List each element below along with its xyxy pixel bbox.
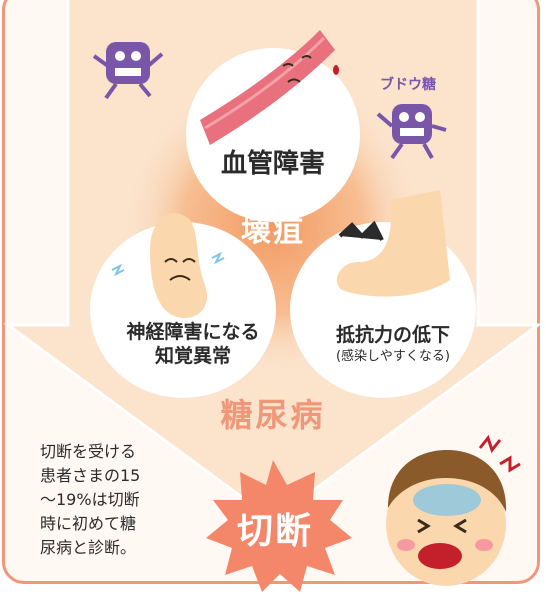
vessel-damage-label: 血管障害 — [220, 149, 325, 179]
blood-vessel-icon — [200, 30, 339, 145]
diabetes-label: 糖尿病 — [220, 396, 326, 434]
gangrene-label: 壊疽 — [241, 214, 305, 249]
resistance-label: 抵抗力の低下 — [335, 324, 450, 346]
pain-burst-icon — [478, 434, 521, 473]
resistance-sub-label: (感染しやすくなる) — [335, 349, 450, 364]
germ-icon — [92, 42, 447, 160]
grape-sugar-label: ブドウ糖 — [380, 77, 436, 93]
stepping-foot-icon — [336, 190, 450, 297]
amputation-note: 切断を受ける 患者さまの15 〜19%は切断 時に初めて糖 尿病と診断。 — [40, 442, 141, 557]
amputation-burst — [206, 460, 352, 592]
nerve-damage-label: 神経障害になる 知覚異常 — [126, 321, 260, 367]
amputation-label: 切断 — [236, 511, 313, 552]
foot-icon — [111, 213, 225, 318]
worried-face-icon — [386, 450, 507, 586]
